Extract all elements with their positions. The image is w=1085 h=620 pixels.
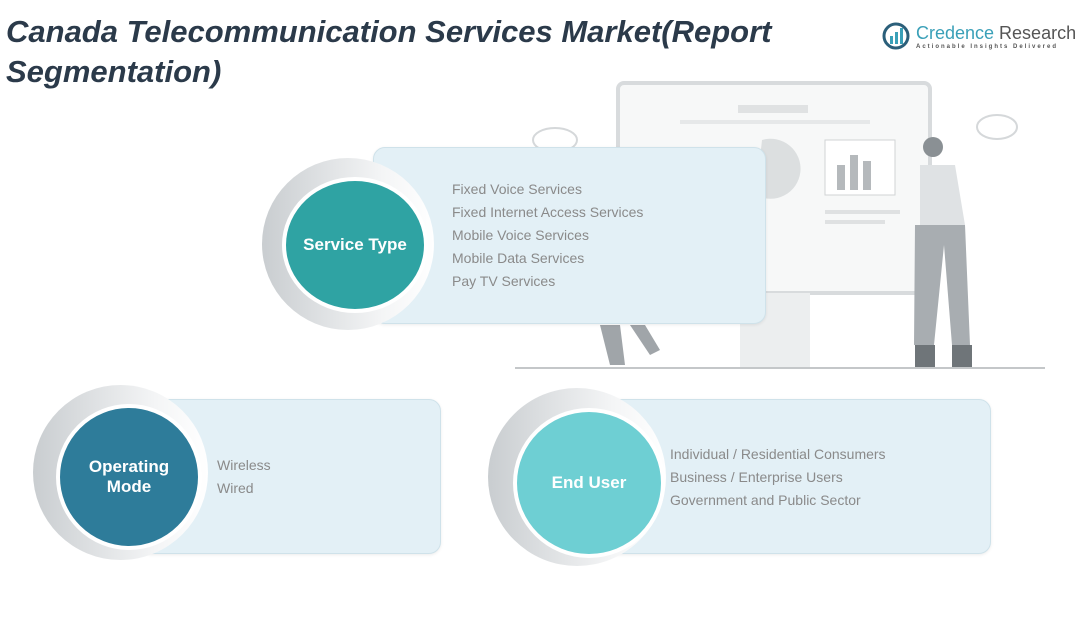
logo-icon	[882, 22, 910, 50]
service-type-list: Fixed Voice Services Fixed Internet Acce…	[452, 178, 643, 293]
list-item: Wireless	[217, 457, 271, 473]
service-type-circle: Service Type	[282, 177, 428, 313]
list-item: Business / Enterprise Users	[670, 469, 843, 485]
page-title: Canada Telecommunication Services Market…	[6, 14, 772, 89]
service-type-panel	[373, 147, 766, 324]
end-user-list: Individual / Residential Consumers Busin…	[670, 443, 886, 512]
list-item: Mobile Data Services	[452, 250, 585, 266]
logo-tagline: Actionable Insights Delivered	[916, 43, 1059, 50]
end-user-label: End User	[551, 473, 627, 492]
list-item: Fixed Voice Services	[452, 181, 582, 197]
service-type-label: Service Type	[303, 235, 407, 254]
list-item: Individual / Residential Consumers	[670, 446, 886, 462]
logo-name-2: Research	[994, 22, 1077, 43]
credence-research-logo: Credence Research Actionable Insights De…	[882, 22, 1076, 50]
operating-mode-list: Wireless Wired	[217, 454, 271, 500]
list-item: Fixed Internet Access Services	[452, 204, 644, 220]
list-item: Government and Public Sector	[670, 492, 861, 508]
list-item: Mobile Voice Services	[452, 227, 589, 243]
logo-name: Credence	[916, 22, 995, 43]
list-item: Wired	[217, 480, 254, 496]
list-item: Pay TV Services	[452, 273, 556, 289]
operating-mode-circle: Operating Mode	[56, 404, 202, 550]
operating-mode-label: Operating Mode	[88, 457, 170, 496]
end-user-circle: End User	[513, 408, 665, 558]
